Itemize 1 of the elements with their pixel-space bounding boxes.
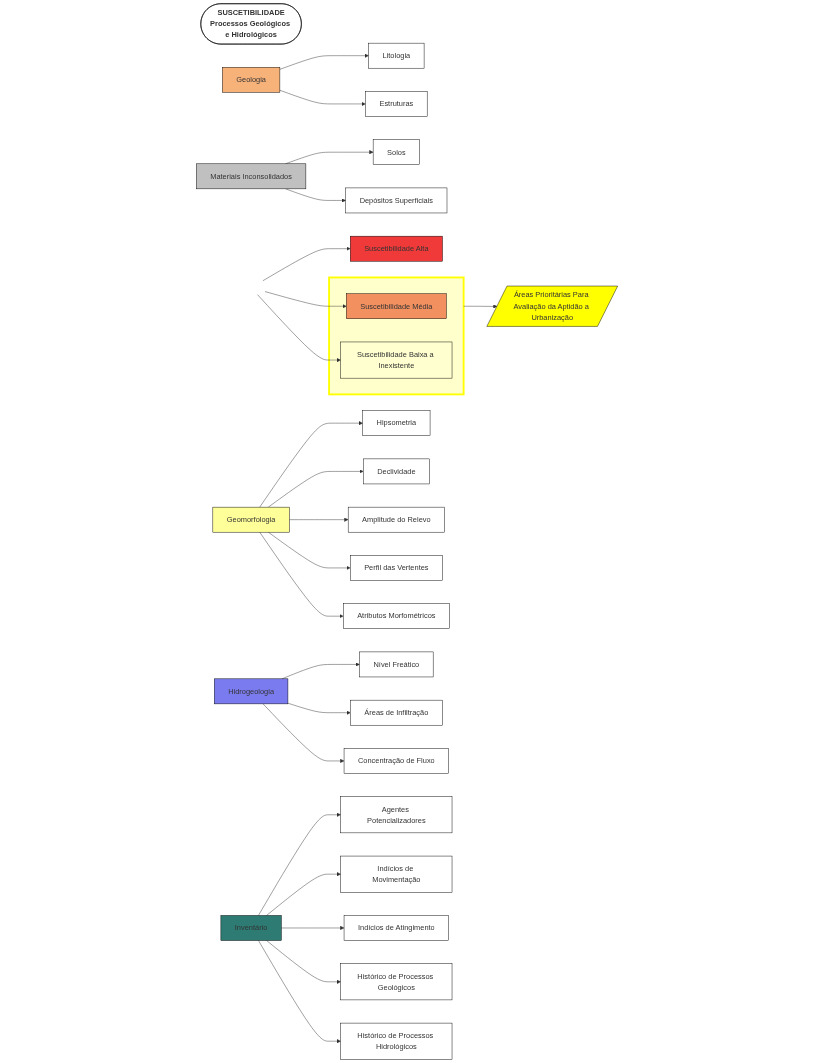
cluster bbox=[328, 276, 465, 396]
